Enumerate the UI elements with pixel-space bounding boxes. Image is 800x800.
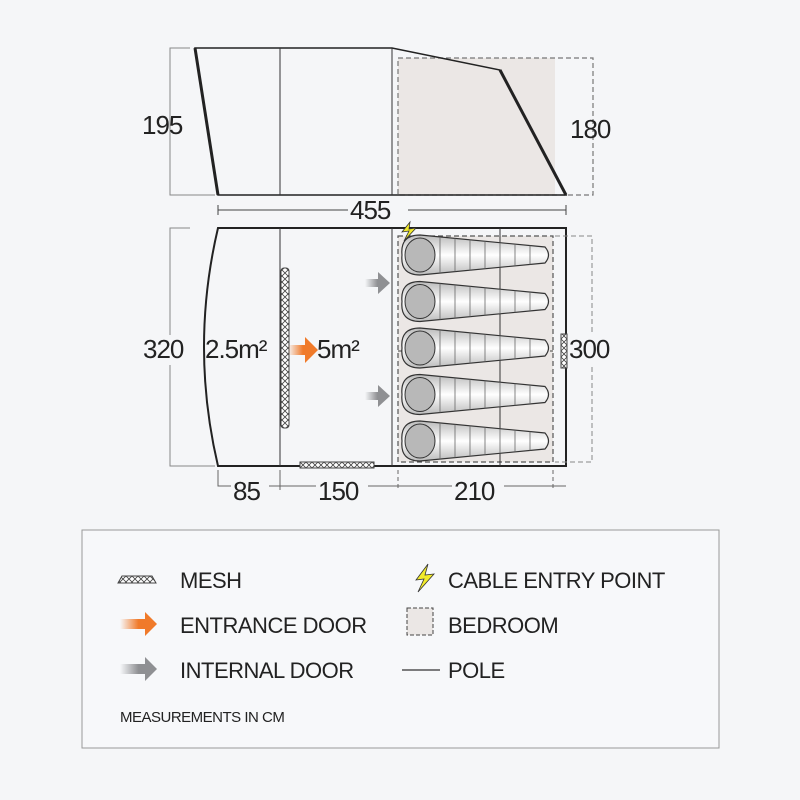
floor-plan: 455 2.5m² 5m² 320 300 85 150 210 [140,195,618,506]
section-length-living: 150 [318,476,359,506]
height-left-label: 195 [142,110,183,140]
height-right-label: 180 [570,114,611,144]
internal-door-arrow [365,272,390,294]
legend-internal-door: INTERNAL DOOR [180,658,354,683]
section-length-bedroom: 210 [454,476,495,506]
legend: MESH ENTRANCE DOOR INTERNAL DOOR CABLE E… [81,529,720,749]
entrance-door-arrow[interactable] [288,337,318,363]
section-length-porch: 85 [233,476,260,506]
sleeping-bag [401,280,550,323]
entrance-door-icon [120,612,157,636]
sleeping-bag [401,373,550,416]
sleeping-bag [401,420,550,462]
width-left-label: 320 [143,334,184,364]
side-view: 195 180 [142,47,612,196]
internal-door-icon [120,657,157,681]
bedroom-icon [406,607,434,636]
legend-bedroom: BEDROOM [448,613,558,638]
living-area-label: 5m² [317,334,360,364]
tent-floor-outline [203,227,567,467]
sleeping-bag [401,327,550,369]
sleeping-bag [401,234,550,276]
legend-cable-entry: CABLE ENTRY POINT [448,568,665,593]
internal-door-arrow [365,385,390,407]
cable-entry-legend-icon [415,563,435,593]
mesh-panel-bottom [299,461,375,469]
width-bedroom-label: 300 [569,334,610,364]
legend-pole: POLE [448,658,505,683]
mesh-icon [117,575,157,584]
mesh-panel-divider [280,267,290,429]
sleeping-bags [401,234,550,462]
legend-entrance-door: ENTRANCE DOOR [180,613,367,638]
total-length-label: 455 [350,195,391,225]
cable-entry-icon [401,220,418,242]
porch-area-label: 2.5m² [205,334,268,364]
mesh-panel-right [560,333,568,369]
measurements-note: MEASUREMENTS IN CM [120,709,284,726]
legend-mesh: MESH [180,568,242,593]
